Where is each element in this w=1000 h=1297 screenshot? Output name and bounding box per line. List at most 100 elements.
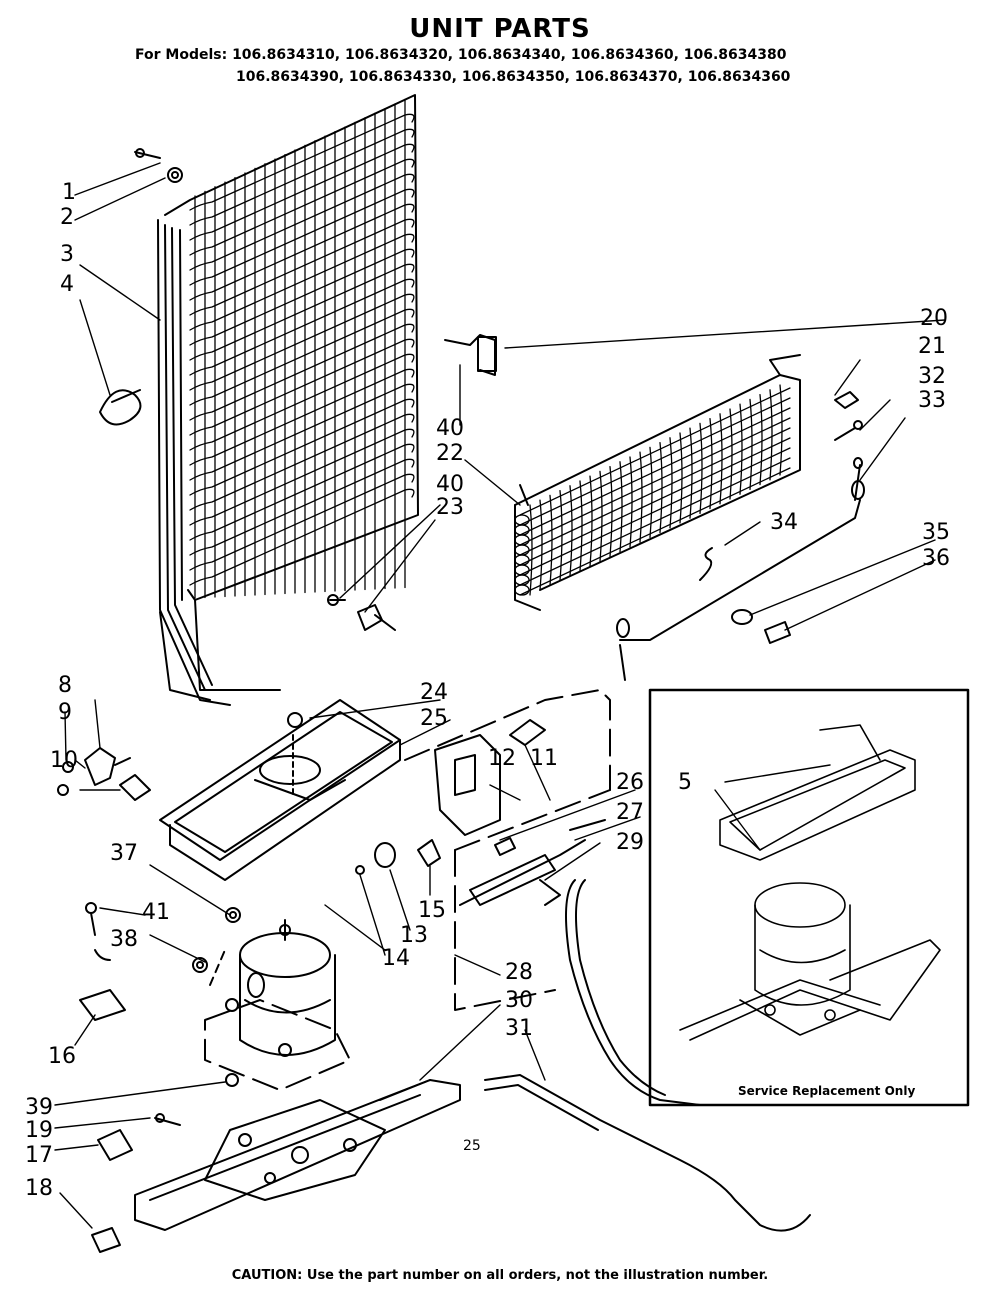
condenser-tube [189,488,415,586]
evaporator-fin [619,461,623,553]
condenser-tube [189,473,415,571]
condenser-tube [189,278,415,376]
inset-frame [648,688,970,1107]
evaporator-fin [749,398,753,491]
page-title: UNIT PARTS [409,14,591,44]
bracket-23 [327,594,396,631]
callout-24: 24 [420,680,448,705]
callout-35: 35 [922,520,950,545]
callout-9: 9 [58,700,72,725]
callout-32: 32 [918,364,946,389]
evaporator-fin [729,408,733,500]
evaporator-fin [669,437,673,529]
page-number: 25 [463,1138,481,1154]
evaporator-fin [589,475,593,567]
callout-41: 41 [142,900,170,925]
evaporator-fin [719,413,723,505]
compressor [85,902,351,1091]
condenser-coil [157,94,419,706]
callout-38: 38 [110,927,138,952]
evaporator-fin [769,389,773,481]
evaporator-fin [779,384,783,476]
inset-caption: Service Replacement Only [738,1084,916,1098]
condenser-tube [189,188,415,286]
condenser-tube [189,248,415,346]
mount-hardware [91,1113,181,1253]
condenser-tube [189,233,415,331]
callout-40-upper: 40 [436,416,464,441]
callout-5: 5 [678,770,692,795]
evaporator-fin [529,504,533,596]
evaporator-fin [759,393,763,486]
callout-22: 22 [436,441,464,466]
callout-13: 13 [400,923,428,948]
evaporator-tube [519,387,791,516]
evaporator-tube [519,397,791,526]
condenser-tube [189,383,415,481]
evaporator-fin [579,480,583,572]
evaporator-fin [699,422,703,515]
condenser-tube [189,113,415,211]
callout-19: 19 [25,1118,53,1143]
base-frame [134,1079,461,1231]
condenser-tube [189,203,415,301]
callout-2: 2 [60,205,74,230]
compressor-accessories [355,839,441,875]
callout-36: 36 [922,546,950,571]
condenser-tube [189,443,415,541]
callout-18: 18 [25,1176,53,1201]
evaporator-return-bend [514,584,530,596]
condenser-fasteners [99,148,183,426]
callout-26: 26 [616,770,644,795]
callout-14: 14 [382,946,410,971]
callout-23: 23 [436,495,464,520]
callout-20: 20 [920,306,948,331]
callout-8: 8 [58,673,72,698]
condenser-tube [189,293,415,391]
inset-assembly [679,724,941,1041]
condenser-tube [189,458,415,556]
evaporator-fin [709,417,713,510]
evaporator-fin [569,485,573,577]
condenser-tube [189,353,415,451]
tube-31 [484,1074,811,1232]
evaporator-coil [514,354,865,681]
evaporator-fin [689,427,693,519]
evaporator-tube [519,447,791,576]
callout-16: 16 [48,1044,76,1069]
caution-footer: CAUTION: Use the part number on all orde… [231,1268,769,1283]
models-line-1: For Models: 106.8634310, 106.8634320, 10… [135,47,787,63]
condenser-tube [189,308,415,406]
condenser-tube [189,323,415,421]
condenser-tube [189,158,415,256]
callout-1: 1 [62,180,76,205]
relay-parts [57,747,151,801]
condenser-tube [189,173,415,271]
condenser-tube [189,128,415,226]
callout-12: 12 [488,746,516,771]
callout-34: 34 [770,510,798,535]
evaporator-fin [559,489,563,582]
callout-28: 28 [505,960,533,985]
part-16 [79,989,126,1021]
callout-17: 17 [25,1143,53,1168]
callout-15: 15 [418,898,446,923]
condenser-tube [189,218,415,316]
callout-39: 39 [25,1095,53,1120]
condenser-tube [189,143,415,241]
evaporator-fin [549,494,553,587]
evaporator-fin [539,499,543,591]
callout-25: 25 [420,706,448,731]
callout-29: 29 [616,830,644,855]
evaporator-fin [649,446,653,539]
callout-37: 37 [110,841,138,866]
callout-21: 21 [918,334,946,359]
callout-31: 31 [505,1016,533,1041]
callout-10: 10 [50,748,78,773]
evaporator-tube [519,457,791,586]
callout-33: 33 [918,388,946,413]
callout-4: 4 [60,272,74,297]
condenser-tube [189,263,415,361]
condenser-tube [189,368,415,466]
